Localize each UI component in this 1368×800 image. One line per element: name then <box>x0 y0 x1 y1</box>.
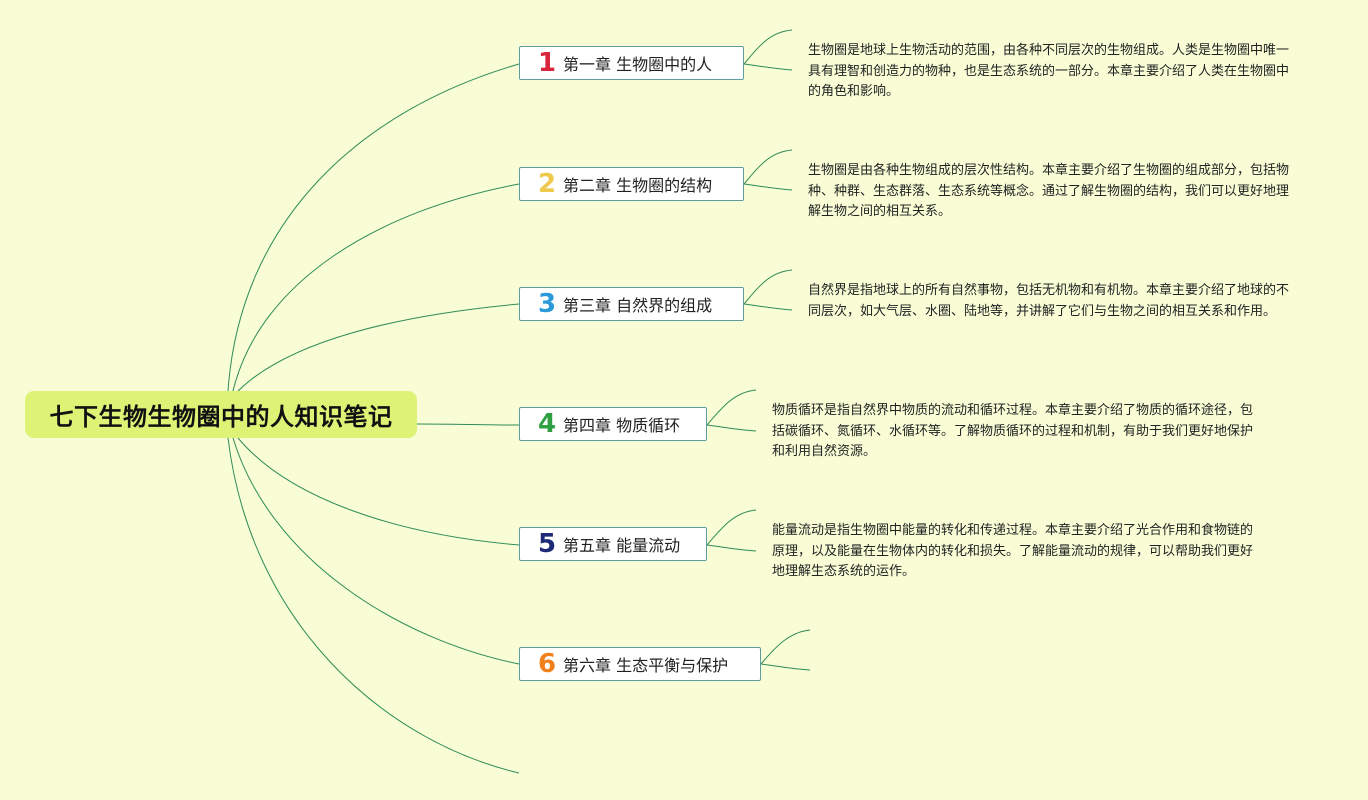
root-link-5 <box>237 437 520 546</box>
chapter-description: 自然界是指地球上的所有自然事物，包括无机物和有机物。本章主要介绍了地球的不同层次… <box>808 283 1290 319</box>
chapter-description: 生物圈是地球上生物活动的范围，由各种不同层次的生物组成。人类是生物圈中唯一具有理… <box>808 43 1290 99</box>
desc-link-5a <box>706 509 757 546</box>
desc-link-3b <box>743 303 793 311</box>
chapter-topic-6[interactable]: 6 第六章 生态平衡与保护 <box>519 647 761 681</box>
root-link-2 <box>232 183 520 392</box>
number-6-icon: 6 <box>537 649 557 679</box>
root-topic[interactable]: 七下生物生物圈中的人知识笔记 <box>25 391 417 438</box>
root-link-1 <box>227 63 520 392</box>
chapter-description: 能量流动是指生物圈中能量的转化和传递过程。本章主要介绍了光合作用和食物链的原理，… <box>772 523 1254 579</box>
desc-link-6a <box>760 629 811 665</box>
root-link-4 <box>416 423 520 426</box>
desc-link-4a <box>706 389 757 426</box>
chapter-label: 第三章 自然界的组成 <box>563 296 713 315</box>
desc-link-1b <box>743 63 793 71</box>
chapter-description: 物质循环是指自然界中物质的流动和循环过程。本章主要介绍了物质的循环途径，包括碳循… <box>772 403 1254 459</box>
desc-link-2b <box>743 183 793 191</box>
number-4-icon: 4 <box>537 409 557 439</box>
number-5-icon: 5 <box>537 529 557 559</box>
desc-link-5b <box>706 544 757 552</box>
root-title: 七下生物生物圈中的人知识笔记 <box>49 403 393 431</box>
desc-link-6b <box>760 663 811 671</box>
chapter-topic-4[interactable]: 4 第四章 物质循环 <box>519 407 707 441</box>
root-link-3 <box>237 303 520 392</box>
chapter-label: 第一章 生物圈中的人 <box>563 55 713 74</box>
desc-link-2a <box>743 149 793 185</box>
root-link-7 <box>227 437 520 774</box>
chapter-label: 第五章 能量流动 <box>563 536 681 555</box>
number-1-icon: 1 <box>537 48 557 78</box>
chapter-topic-5[interactable]: 5 第五章 能量流动 <box>519 527 707 561</box>
chapter-topic-3[interactable]: 3 第三章 自然界的组成 <box>519 287 744 321</box>
desc-link-3a <box>743 269 793 305</box>
number-3-icon: 3 <box>537 289 557 319</box>
chapter-label: 第六章 生态平衡与保护 <box>563 656 729 675</box>
chapter-label: 第四章 物质循环 <box>563 416 681 435</box>
chapter-label: 第二章 生物圈的结构 <box>563 176 713 195</box>
root-link-6 <box>232 437 520 665</box>
chapter-description: 生物圈是由各种生物组成的层次性结构。本章主要介绍了生物圈的组成部分，包括物种、种… <box>808 163 1290 219</box>
desc-link-4b <box>706 424 757 432</box>
chapter-topic-2[interactable]: 2 第二章 生物圈的结构 <box>519 167 744 201</box>
number-2-icon: 2 <box>537 169 557 199</box>
chapter-topic-1[interactable]: 1 第一章 生物圈中的人 <box>519 46 744 80</box>
desc-link-1a <box>743 29 793 65</box>
